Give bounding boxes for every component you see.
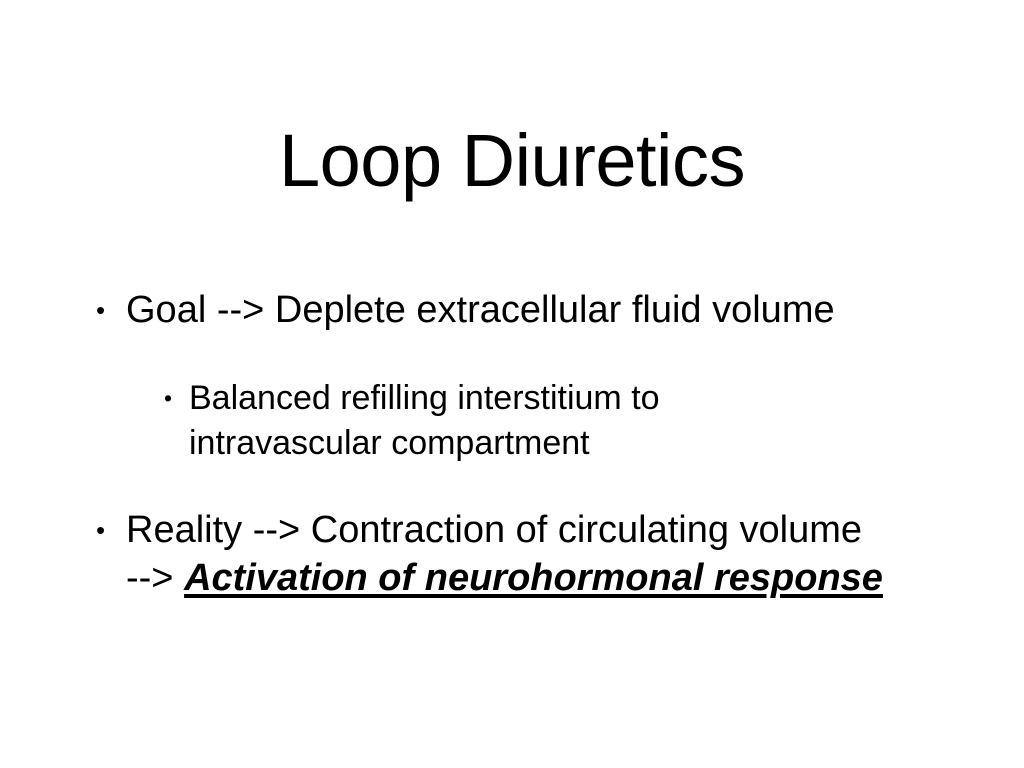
bullet-dot-icon: •: [96, 295, 106, 325]
list-item-text: Goal --> Deplete extracellular fluid vol…: [126, 289, 835, 331]
spacer: [96, 466, 956, 506]
bullet-dot-icon: •: [164, 385, 173, 411]
list-item: • Goal --> Deplete extracellular fluid v…: [96, 286, 956, 334]
list-item: • Balanced refilling interstitium to int…: [164, 376, 956, 466]
list-item-continuation: --> Activation of neurohormonal response: [96, 554, 956, 602]
page-title: Loop Diuretics: [278, 118, 746, 202]
emphasized-phrase: Activation of neurohormonal response: [184, 557, 883, 599]
list-item-text: Balanced refilling interstitium to intra…: [189, 379, 660, 462]
list-item-text: Reality --> Contraction of circulating v…: [126, 509, 863, 551]
list-item: • Reality --> Contraction of circulating…: [96, 506, 956, 554]
arrow-text: -->: [126, 557, 185, 599]
spacer: [96, 334, 956, 376]
bullet-list: • Goal --> Deplete extracellular fluid v…: [96, 286, 956, 602]
bullet-dot-icon: •: [96, 515, 106, 545]
